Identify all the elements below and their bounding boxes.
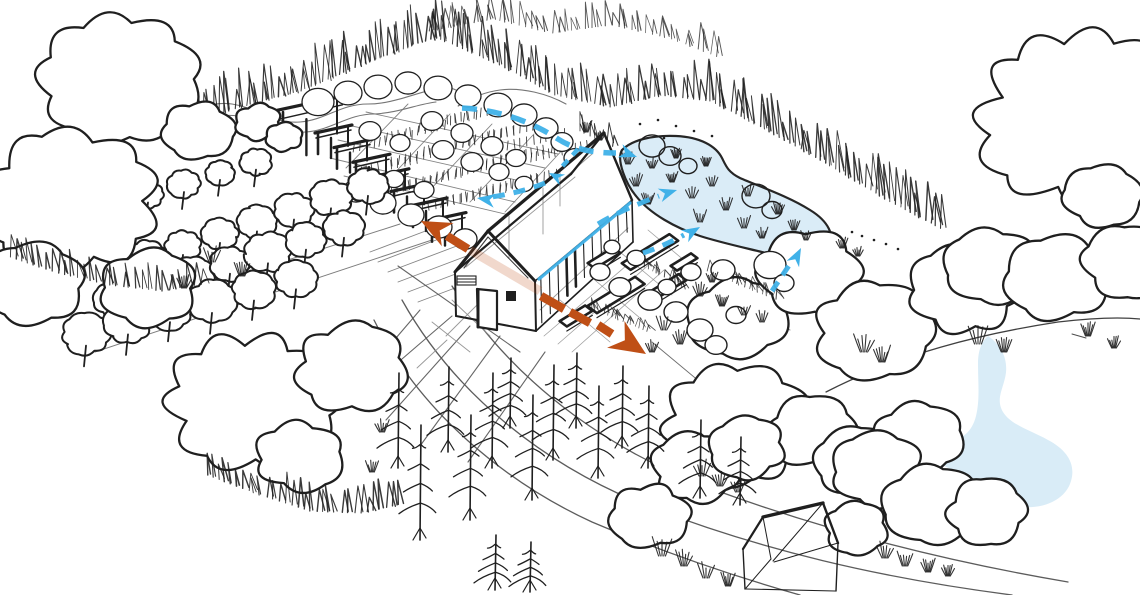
water-flow-arrows	[461, 105, 801, 293]
speck-dots	[638, 118, 900, 251]
terrace-planters	[543, 229, 795, 356]
reed-scribbles-foreground	[9, 234, 405, 514]
water-patch	[890, 336, 1073, 508]
conifer-trees	[376, 352, 757, 593]
garden-hut	[741, 501, 840, 592]
cloud-trees-far-right	[942, 26, 1140, 323]
cloud-trees	[0, 11, 1030, 557]
main-building	[416, 131, 634, 369]
axis-arrow	[421, 221, 646, 354]
reed-scribbles-top	[181, 0, 947, 229]
